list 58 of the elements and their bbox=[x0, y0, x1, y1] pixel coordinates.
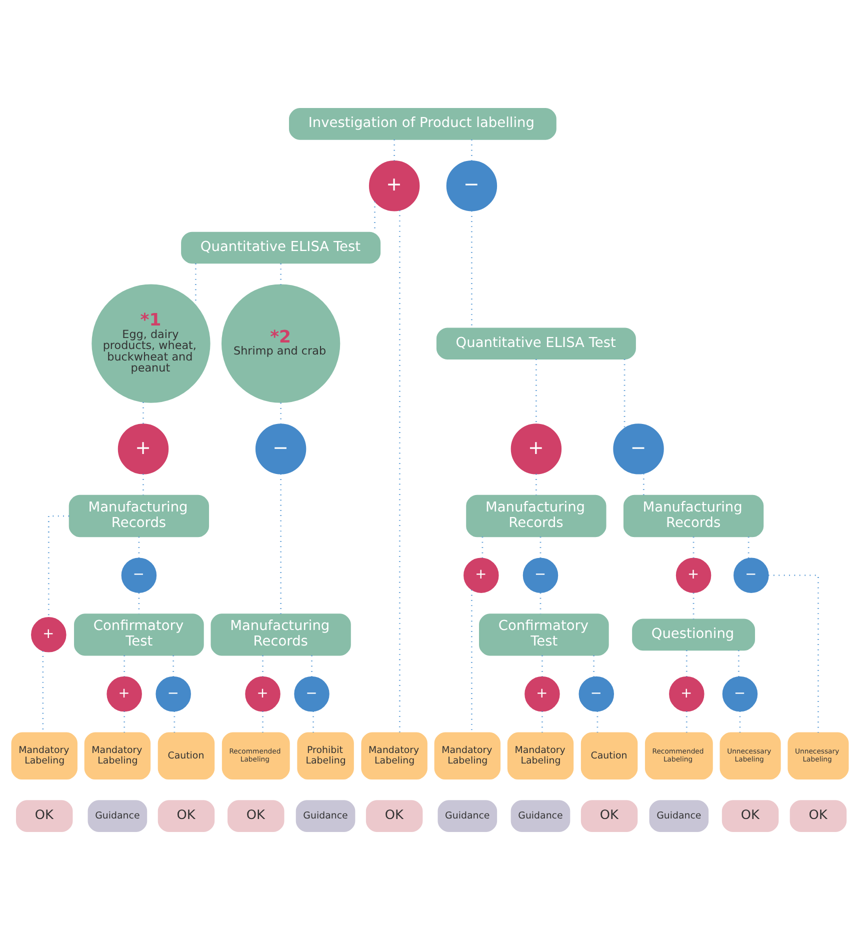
node-circle: − bbox=[722, 676, 758, 712]
node-box: Quantitative ELISA Test bbox=[181, 231, 381, 264]
node-box: OK bbox=[366, 800, 423, 832]
node-box: Caution bbox=[580, 732, 638, 780]
node-box: Guidance bbox=[88, 800, 148, 832]
connector bbox=[48, 514, 70, 617]
node-circle: *2 Shrimp and crab bbox=[221, 284, 340, 402]
node-box: Guidance bbox=[649, 800, 709, 832]
node-box: Caution bbox=[158, 732, 215, 780]
node-box: Quantitative ELISA Test bbox=[436, 327, 636, 359]
node-circle: − bbox=[156, 676, 191, 712]
node-circle: + bbox=[676, 557, 712, 592]
node-circle: − bbox=[522, 557, 558, 592]
node-box: Guidance bbox=[438, 800, 498, 832]
node-circle: − bbox=[121, 557, 157, 592]
node-circle: + bbox=[510, 423, 562, 474]
node-box: Mandatory Labeling bbox=[84, 732, 151, 780]
node-box: Manufacturing Records bbox=[210, 613, 351, 656]
connector bbox=[624, 358, 626, 428]
node-box: Questioning bbox=[632, 618, 756, 650]
node-box: OK bbox=[722, 800, 779, 832]
node-box: Prohibit Labeling bbox=[297, 732, 354, 780]
node-box: OK bbox=[228, 800, 284, 832]
node-box: Mandatory Labeling bbox=[507, 732, 574, 780]
node-box: Mandatory Labeling bbox=[361, 732, 428, 780]
connector bbox=[768, 574, 819, 732]
node-circle: + bbox=[524, 676, 560, 712]
node-box: Guidance bbox=[296, 800, 356, 832]
node-circle: − bbox=[255, 423, 306, 474]
node-box: Mandatory Labeling bbox=[434, 732, 500, 780]
node-box: Manufacturing Records bbox=[623, 494, 764, 537]
node-box: OK bbox=[790, 800, 847, 832]
node-box: Guidance bbox=[510, 800, 570, 832]
node-box: Mandatory Labeling bbox=[11, 732, 78, 780]
node-box: Manufacturing Records bbox=[68, 494, 210, 537]
node-circle: + bbox=[368, 160, 420, 211]
node-circle: + bbox=[106, 676, 142, 712]
node-circle: − bbox=[613, 423, 664, 474]
node-circle: + bbox=[464, 557, 499, 592]
node-circle: + bbox=[245, 676, 280, 712]
node-circle: − bbox=[734, 557, 769, 592]
node-circle: *1 Egg, dairy products, wheat, buckwheat and peanut bbox=[92, 284, 210, 402]
node-box: Manufacturing Records bbox=[466, 494, 606, 537]
node-circle: + bbox=[118, 423, 169, 474]
node-box: Confirmatory Test bbox=[74, 613, 204, 656]
node-box: Investigation of Product labelling bbox=[288, 108, 556, 140]
node-circle: − bbox=[578, 676, 614, 712]
node-box: OK bbox=[580, 800, 638, 832]
node-box: OK bbox=[16, 800, 73, 832]
connector bbox=[482, 536, 484, 558]
node-circle: − bbox=[294, 676, 330, 712]
node-circle: − bbox=[446, 160, 498, 211]
connector bbox=[748, 536, 750, 558]
node-circle: + bbox=[669, 676, 704, 712]
node-box: Confirmatory Test bbox=[479, 613, 609, 656]
connector bbox=[142, 402, 144, 424]
node-circle: + bbox=[31, 616, 66, 652]
node-box: OK bbox=[158, 800, 215, 832]
